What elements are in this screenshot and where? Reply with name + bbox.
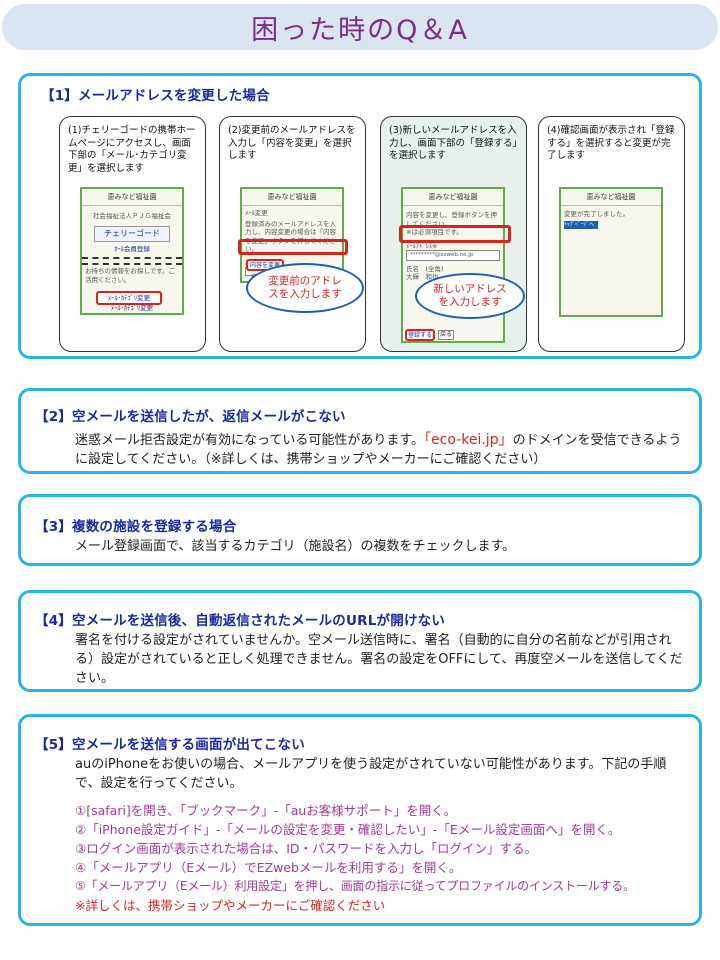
phone-title: 恵みなど福祉園 [403, 189, 503, 206]
list-item: ⑤「メールアプリ（Eメール）利用設定」を押し、画面の指示に従ってプロファイルのイ… [75, 879, 635, 893]
phone-line: 内容を変更し、登録ボタンを押してください。 [406, 211, 497, 228]
back-button[interactable]: 戻る [438, 330, 454, 340]
qa-body-4: 署名を付ける設定がされていませんか。空メール送信時に、署名（自動的に自分の名前な… [75, 633, 683, 686]
qa-box-5: 【5】空メールを送信する画面が出てこない auのiPhoneをお使いの場合、メー… [18, 714, 702, 926]
phone-line: ｵｰﾙ会員登録 [114, 244, 150, 253]
qa-heading-1: 【1】メールアドレスを変更した場合 [41, 88, 270, 104]
setup-steps-list: ①[safari]を開き、「ブックマーク」-「auお客様サポート」を開く。 ②「… [35, 801, 685, 915]
phone-title: 恵みなど福祉園 [242, 189, 342, 206]
phone-line: ﾒｰﾙ変更 [245, 209, 268, 217]
list-item: ③ログイン画面が表示された場合は、ID・パスワードを入力し「ログイン」する。 [75, 841, 538, 856]
step-3-text: (3)新しいメールアドレスを入力し、画面下部の「登録する」を選択します [389, 125, 518, 161]
bubble-old-address: 変更前のアドレスを入力します [246, 263, 364, 313]
step-4: (4)確認画面が表示され「登録する」を選択すると変更が完了します 恵みなど福祉園… [538, 116, 685, 352]
bubble-new-address: 新しいアドレスを入力します [415, 273, 525, 319]
phone-footer: ﾒｰﾙ･ｶﾃｺﾞﾘ変更 [110, 303, 154, 312]
step-1-phone: 恵みなど福祉園 社会福祉法人ＰＪＧ福祉会 チェリーゴード ｵｰﾙ会員登録 お持ち… [80, 187, 184, 315]
old-email-highlight [238, 239, 348, 255]
step-4-text: (4)確認画面が表示され「登録する」を選択すると変更が完了します [547, 125, 675, 161]
qa-body-3: メール登録画面で、該当するカテゴリ（施設名）の複数をチェックします。 [75, 539, 516, 554]
phone-line: お持ちの情報をお探しです。ご活用ください。 [85, 267, 176, 284]
wave-divider-icon [82, 257, 182, 265]
qa-body-2: 迷惑メール拒否設定が有効になっている可能性があります。「eco-kei.jp」の… [35, 431, 685, 469]
step-2-text: (2)変更前のメールアドレスを入力し「内容を変更」を選択します [228, 125, 356, 161]
title-bar: 困った時のQ＆A [2, 4, 718, 50]
qa-body-2-pre: 迷惑メール拒否設定が有効になっている可能性があります。 [75, 433, 425, 448]
qa-heading-2: 【2】空メールを送信したが、返信メールがこない [35, 409, 346, 425]
step-2: (2)変更前のメールアドレスを入力し「内容を変更」を選択します 恵みなど福祉園 … [219, 116, 366, 352]
new-email-highlight [399, 225, 511, 243]
step-3-phone: 恵みなど福祉園 内容を変更し、登録ボタンを押してください。 ※は必須項目です。 … [401, 187, 505, 343]
qa-body-5: auのiPhoneをお使いの場合、メールアプリを使う設定がされていない可能性があ… [75, 757, 667, 791]
bubble-old-address-text: 変更前のアドレスを入力します [268, 275, 342, 300]
new-email-value[interactable]: *********@ezweb.ne.jp [406, 250, 500, 261]
phone-title: 恵みなど福祉園 [82, 189, 182, 206]
qa-heading-3: 【3】複数の施設を登録する場合 [35, 519, 237, 535]
qa-body-2-post: のドメインを受信できるように設定してください。（※詳しくは、携帯ショップやメーカ… [75, 433, 682, 467]
page-title: 困った時のQ＆A [251, 14, 469, 46]
list-item: ④「メールアプリ（Eメール）でEZwebメールを利用する」を開く。 [75, 860, 462, 875]
steps-row: (1)チェリーゴードの携帯ホームページにアクセスし、画面下部の「メール･カテゴリ… [59, 116, 685, 352]
category-change-button[interactable]: ﾒｰﾙ･ｶﾃｺﾞﾘ変更 [96, 291, 162, 305]
qa-box-2: 【2】空メールを送信したが、返信メールがこない 迷惑メール拒否設定が有効になって… [18, 388, 702, 474]
top-page-link[interactable]: ﾄｯﾌﾟﾍﾟｰｼﾞへ [564, 220, 598, 229]
phone-line: 大輝 和也 [406, 273, 439, 281]
qa-heading-5: 【5】空メールを送信する画面が出てこない [35, 737, 305, 753]
phone-line: 氏名 (全角) [406, 264, 444, 273]
step-4-phone: 恵みなど福祉園 変更が完了しました。 ﾄｯﾌﾟﾍﾟｰｼﾞへ [559, 187, 663, 317]
phone-line: ﾒｰﾙｱﾄﾞﾚｽ※ [406, 241, 438, 250]
bubble-new-address-text: 新しいアドレスを入力します [433, 283, 507, 308]
qa-box-1: 【1】メールアドレスを変更した場合 (1)チェリーゴードの携帯ホームページにアク… [18, 73, 702, 359]
phone-line: 社会福祉法人ＰＪＧ福祉会 [93, 212, 171, 220]
qa-box-4: 【4】空メールを送信後、自動返信されたメールのURLが開けない 署名を付ける設定… [18, 590, 702, 692]
register-button[interactable]: 登録する [405, 329, 435, 341]
contact-note: ※詳しくは、携帯ショップやメーカーにご確認ください [75, 898, 386, 913]
list-item: ①[safari]を開き、「ブックマーク」-「auお客様サポート」を開く。 [75, 803, 457, 818]
cherry-logo: チェリーゴード [94, 225, 170, 242]
phone-line: ※は必須項目です。 [406, 228, 463, 236]
qa-heading-4: 【4】空メールを送信後、自動返信されたメールのURLが開けない [35, 613, 446, 629]
list-item: ②「iPhone設定ガイド」-「メールの設定を変更・確認したい」-「Eメール設定… [75, 822, 621, 837]
domain-highlight: 「eco-kei.jp」 [424, 432, 513, 448]
step-3: (3)新しいメールアドレスを入力し、画面下部の「登録する」を選択します 恵みなど… [380, 116, 527, 352]
phone-line: 変更が完了しました。 [564, 210, 629, 218]
phone-title: 恵みなど福祉園 [561, 189, 661, 206]
step-1: (1)チェリーゴードの携帯ホームページにアクセスし、画面下部の「メール･カテゴリ… [59, 116, 206, 352]
qa-box-3: 【3】複数の施設を登録する場合 メール登録画面で、該当するカテゴリ（施設名）の複… [18, 494, 702, 566]
step-1-text: (1)チェリーゴードの携帯ホームページにアクセスし、画面下部の「メール･カテゴリ… [68, 125, 196, 174]
